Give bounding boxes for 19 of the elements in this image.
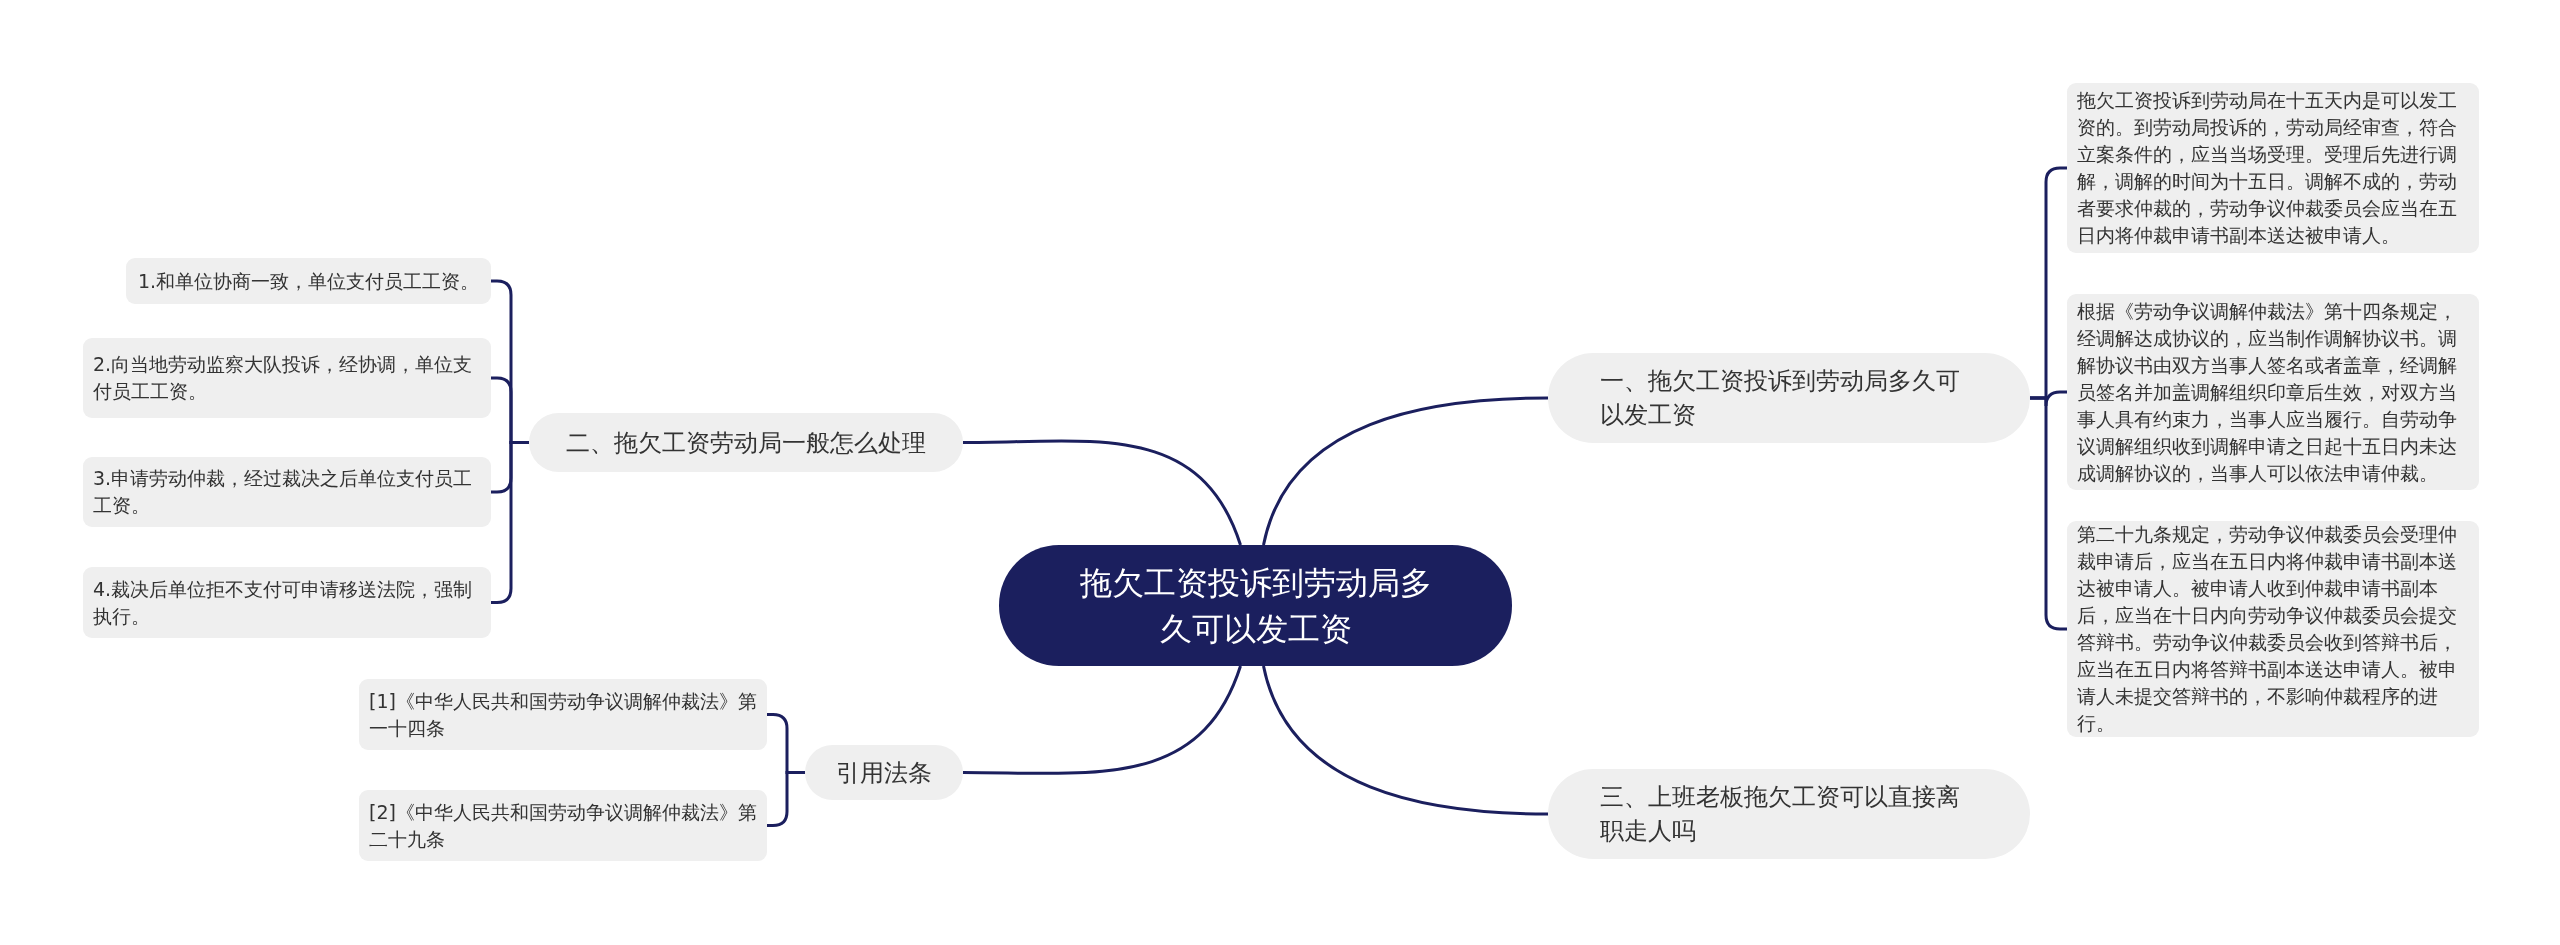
connector-line — [963, 665, 1242, 775]
topic-box: 引用法条 — [805, 745, 963, 800]
central-topic: 拖欠工资投诉到劳动局多久可以发工资 — [999, 545, 1512, 666]
text-card: [1]《中华人民共和国劳动争议调解仲裁法》第一十四条 — [359, 679, 767, 750]
text-card: 4.裁决后单位拒不支付可申请移送法院，强制执行。 — [83, 567, 491, 638]
text-card: 拖欠工资投诉到劳动局在十五天内是可以发工资的。到劳动局投诉的，劳动局经审查，符合立案条件的，应当当场受理。受理后先进行调解，调解的时间为十五日。调解不成的，劳动者要求仲裁的，劳动争议仲裁委员会应当在五日内将仲裁申请书副本送达被申请人。 — [2067, 83, 2479, 253]
text-card: 1.和单位协商一致，单位支付员工工资。 — [126, 258, 491, 304]
topic-box: 二、拖欠工资劳动局一般怎么处理 — [529, 413, 963, 472]
topic-box: 三、上班老板拖欠工资可以直接离职走人吗 — [1548, 769, 2030, 859]
text-card: 3.申请劳动仲裁，经过裁决之后单位支付员工工资。 — [83, 457, 491, 527]
connector-line — [2030, 396, 2067, 631]
connector-line — [963, 439, 1242, 546]
connector-line — [1262, 396, 1549, 546]
text-card: 第二十九条规定，劳动争议仲裁委员会受理仲裁申请后，应当在五日内将仲裁申请书副本送达被申请人。被申请人收到仲裁申请书副本后，应当在十日内向劳动争议仲裁委员会提交答辩书。劳动争议仲裁委员会收到答辩书后，应当在五日内将答辩书副本送达申请人。被申请人未提交答辩书的，不影响仲裁程序的进行。 — [2067, 521, 2479, 737]
connector-line — [1262, 665, 1549, 816]
text-card: 2.向当地劳动监察大队投诉，经协调，单位支付员工工资。 — [83, 338, 491, 418]
topic-box: 一、拖欠工资投诉到劳动局多久可以发工资 — [1548, 353, 2030, 443]
text-card: [2]《中华人民共和国劳动争议调解仲裁法》第二十九条 — [359, 790, 767, 861]
text-card: 根据《劳动争议调解仲裁法》第十四条规定，经调解达成协议的，应当制作调解协议书。调解协议书由双方当事人签名或者盖章，经调解员签名并加盖调解组织印章后生效，对双方当事人具有约束力，当事人应当履行。自劳动争议调解组织收到调解申请之日起十五日内未达成调解协议的，当事人可以依法申请仲裁。 — [2067, 294, 2479, 490]
